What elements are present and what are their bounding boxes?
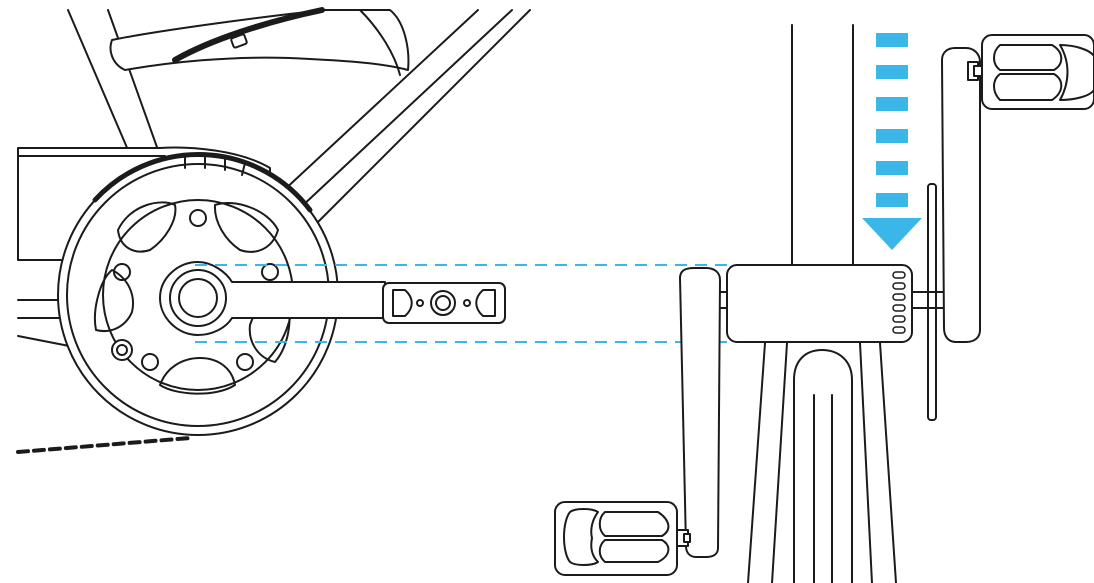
left-crank-arm [554, 267, 721, 576]
rear-wheel-front-view [747, 342, 897, 583]
bb-vent-marks [892, 271, 906, 334]
pedal-right [981, 34, 1094, 110]
front-view-bottom-bracket [554, 24, 1094, 583]
bottom-bracket-shell [726, 264, 913, 343]
side-view-crankset [16, 7, 531, 454]
down-arrow-icon [862, 33, 922, 250]
crank-arm-side [159, 261, 506, 336]
right-crank-arm [941, 34, 1094, 343]
pedal-left [554, 501, 678, 576]
alignment-guides [195, 264, 730, 343]
chain-line [16, 436, 192, 454]
